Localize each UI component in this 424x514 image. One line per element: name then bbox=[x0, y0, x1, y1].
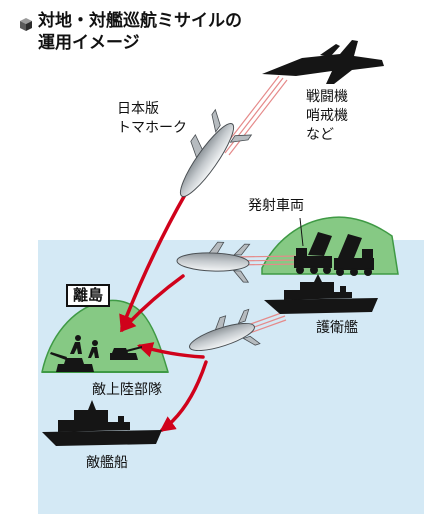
trail-fighter bbox=[220, 75, 288, 156]
arrow-launcher bbox=[119, 274, 185, 333]
missile-escort bbox=[189, 308, 261, 352]
landing-force-icon bbox=[50, 335, 142, 372]
label-fighters-1: 戦闘機 bbox=[306, 89, 348, 105]
label-landing-force: 敵上陸部隊 bbox=[92, 382, 162, 398]
missile-tomahawk bbox=[179, 108, 253, 197]
missile-launcher bbox=[176, 241, 251, 283]
enemy-ship-icon bbox=[42, 400, 162, 446]
target-island bbox=[41, 299, 170, 373]
label-escort: 護衛艦 bbox=[316, 320, 358, 336]
label-launcher: 発射車両 bbox=[248, 198, 304, 214]
sea-area bbox=[38, 240, 424, 514]
label-tomahawk-2: トマホーク bbox=[117, 120, 187, 136]
label-fighters-3: など bbox=[306, 127, 334, 143]
arrow-escort-to-ship bbox=[159, 360, 208, 432]
title-line-2: 運用イメージ bbox=[38, 33, 140, 53]
escort-ship-icon bbox=[264, 274, 378, 314]
fighter-jet-icon bbox=[262, 40, 384, 84]
arrow-tomahawk bbox=[119, 191, 188, 331]
label-island: 離島 bbox=[66, 284, 111, 308]
title-line-1: 対地・対艦巡航ミサイルの bbox=[38, 11, 242, 31]
label-enemy-ship: 敵艦船 bbox=[86, 455, 128, 471]
launcher-vehicles-icon bbox=[294, 232, 374, 276]
launcher-pointer-line bbox=[299, 217, 304, 247]
label-tomahawk-1: 日本版 bbox=[117, 101, 159, 117]
label-fighters-2: 哨戒機 bbox=[306, 108, 348, 124]
cube-icon bbox=[20, 18, 32, 31]
arrow-escort-to-landing bbox=[136, 342, 205, 359]
attack-arrows bbox=[119, 191, 208, 432]
